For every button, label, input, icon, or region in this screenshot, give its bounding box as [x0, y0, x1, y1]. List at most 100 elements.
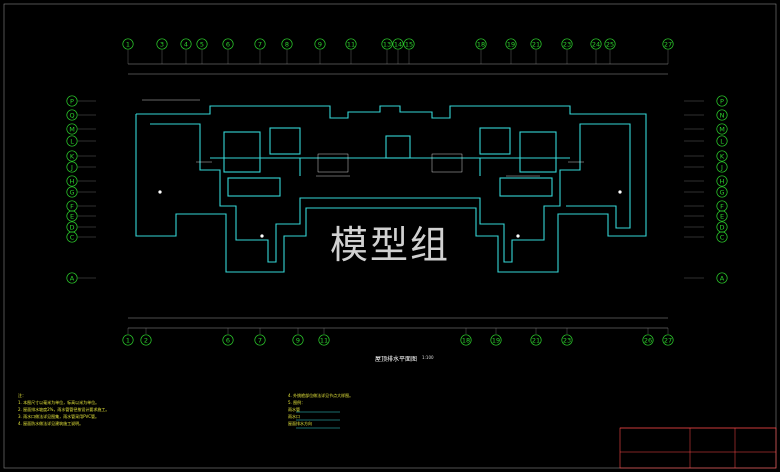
axis-top-8: 8	[281, 38, 293, 50]
watermark: 模型组	[330, 223, 451, 267]
axis-bottom-19: 19	[490, 334, 502, 346]
svg-text:23: 23	[563, 40, 571, 48]
note-line: 2. 屋面排水坡度2%，雨水管管径按设计要求施工。	[18, 407, 110, 412]
svg-text:13: 13	[383, 40, 391, 48]
axis-right-N: N	[716, 109, 728, 121]
axis-right-G: G	[716, 186, 728, 198]
axis-bottom-11: 11	[318, 334, 330, 346]
svg-text:D: D	[719, 223, 724, 231]
axis-right-A: A	[716, 272, 728, 284]
axis-top-14: 14	[392, 38, 404, 50]
svg-text:26: 26	[644, 336, 652, 344]
svg-text:2: 2	[144, 336, 148, 344]
svg-text:4: 4	[184, 40, 188, 48]
axis-top-4: 4	[180, 38, 192, 50]
axis-top-19: 19	[505, 38, 517, 50]
axis-left-C: C	[66, 231, 78, 243]
svg-text:J: J	[720, 163, 723, 171]
svg-text:K: K	[720, 152, 725, 160]
stair-hatching	[317, 153, 463, 173]
svg-text:21: 21	[532, 40, 540, 48]
axis-top-27: 27	[662, 38, 674, 50]
svg-text:G: G	[719, 188, 724, 196]
axis-left-M: M	[66, 123, 78, 135]
axis-bottom-6: 6	[222, 334, 234, 346]
svg-text:L: L	[70, 137, 74, 145]
axis-left-L: L	[66, 135, 78, 147]
svg-text:18: 18	[462, 336, 470, 344]
svg-text:7: 7	[258, 40, 262, 48]
svg-text:H: H	[720, 177, 725, 185]
plan-scale: 1:100	[422, 355, 434, 360]
axis-bottom-26: 26	[642, 334, 654, 346]
axis-left-J: J	[66, 161, 78, 173]
svg-text:9: 9	[318, 40, 322, 48]
axis-right-L: L	[716, 135, 728, 147]
svg-text:25: 25	[606, 40, 614, 48]
note-line: 3. 雨水口做法详见图集，雨水管采用PVC管。	[18, 414, 100, 419]
axis-right-K: K	[716, 150, 728, 162]
axis-top-3: 3	[156, 38, 168, 50]
axis-bottom-21: 21	[530, 334, 542, 346]
note-line: 屋面排水方向	[288, 421, 312, 426]
roof-outline	[135, 105, 647, 273]
svg-text:19: 19	[507, 40, 515, 48]
plan-title: 屋顶排水平面图	[375, 356, 418, 363]
axis-right-E: E	[716, 210, 728, 222]
note-line: 4. 外挑檐部位做法详见节点大样图。	[288, 393, 354, 398]
svg-text:J: J	[70, 163, 73, 171]
svg-text:E: E	[720, 212, 724, 220]
drawing-frame	[3, 3, 777, 469]
svg-text:27: 27	[664, 336, 672, 344]
axis-left-E: E	[66, 210, 78, 222]
axis-bottom-9: 9	[292, 334, 304, 346]
svg-text:A: A	[720, 274, 725, 282]
svg-text:8: 8	[285, 40, 289, 48]
svg-text:Q: Q	[69, 111, 74, 119]
axis-bottom-18: 18	[460, 334, 472, 346]
svg-text:1: 1	[126, 336, 130, 344]
note-line: 4. 屋面防水做法详见建筑施工说明。	[18, 421, 84, 426]
note-line: 5. 图例：	[288, 400, 306, 405]
svg-text:C: C	[720, 233, 725, 241]
axis-top-5: 5	[196, 38, 208, 50]
axis-right-J: J	[716, 161, 728, 173]
axis-left-K: K	[66, 150, 78, 162]
axis-right-F: F	[716, 200, 728, 212]
axis-left-F: F	[66, 200, 78, 212]
axis-top-21: 21	[530, 38, 542, 50]
axis-top-23: 23	[561, 38, 573, 50]
svg-text:H: H	[70, 177, 75, 185]
svg-text:11: 11	[347, 40, 355, 48]
axis-left-Q: Q	[66, 109, 78, 121]
svg-text:5: 5	[200, 40, 204, 48]
axis-left-A: A	[66, 272, 78, 284]
axis-top-25: 25	[604, 38, 616, 50]
axis-top-9: 9	[314, 38, 326, 50]
axis-bottom-23: 23	[561, 334, 573, 346]
top-dimension-strip	[128, 63, 668, 75]
svg-text:F: F	[720, 202, 724, 210]
notes-lines	[296, 411, 340, 429]
svg-text:N: N	[720, 111, 725, 119]
note-line: 雨水管	[288, 407, 300, 412]
svg-text:A: A	[70, 274, 75, 282]
axis-bottom-27: 27	[662, 334, 674, 346]
svg-text:C: C	[70, 233, 75, 241]
svg-text:M: M	[719, 125, 725, 133]
axis-top-15: 15	[403, 38, 415, 50]
svg-text:D: D	[69, 223, 74, 231]
svg-text:23: 23	[563, 336, 571, 344]
svg-text:F: F	[70, 202, 74, 210]
drainage-annotations	[142, 99, 622, 238]
svg-text:18: 18	[477, 40, 485, 48]
svg-text:P: P	[70, 97, 74, 105]
svg-text:14: 14	[394, 40, 402, 48]
svg-text:7: 7	[258, 336, 262, 344]
title-block	[619, 427, 777, 469]
svg-text:24: 24	[592, 40, 600, 48]
axis-left-P: P	[66, 95, 78, 107]
